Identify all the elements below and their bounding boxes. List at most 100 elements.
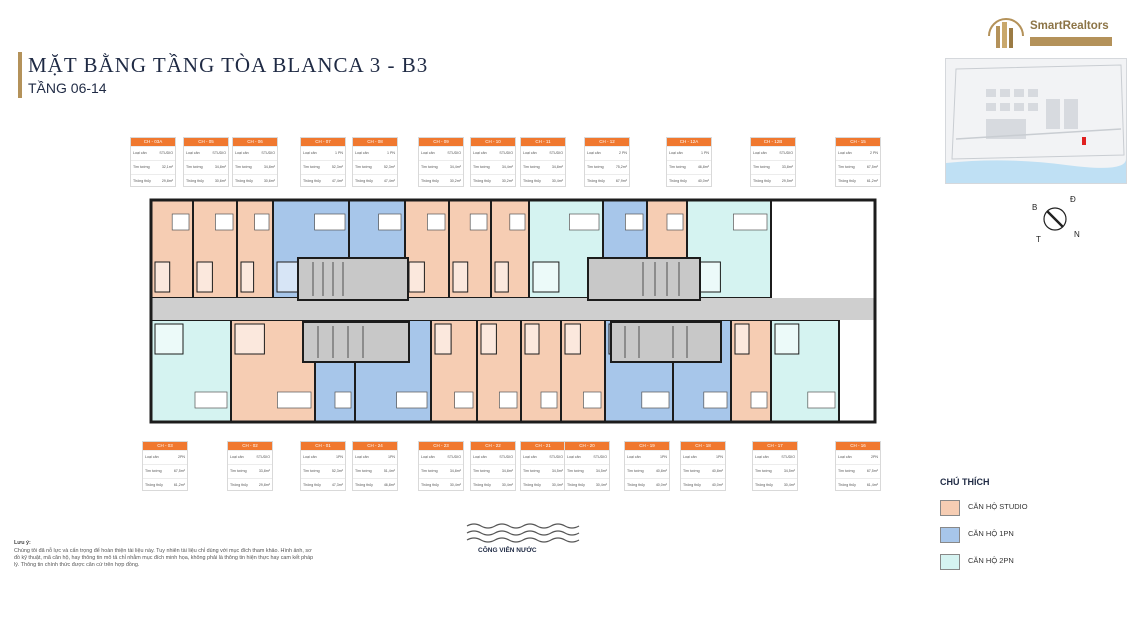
legend-label: CĂN HỘ 1PN [968,529,1014,538]
field-value: 34,4m² [449,165,461,169]
unit-code: CH - 18 [681,442,725,450]
compass-label-west: T [1036,235,1041,244]
field-label: Thông thủy [303,179,321,183]
field-label: Loại căn [303,151,317,155]
field-label: Tim tường [355,165,372,169]
field-label: Thông thủy [145,483,163,487]
field-value: STUDIO [447,455,461,459]
bed-furniture [454,391,474,409]
compass-rose-icon [1043,207,1067,231]
bed-furniture [703,391,728,409]
field-label: Thông thủy [669,179,687,183]
units-bottom-row [150,319,840,423]
field-label: Tim tường [230,469,247,473]
field-value: 52,3m² [383,165,395,169]
unit-code: CH - 12B [751,138,795,146]
field-label: Tim tường [303,469,320,473]
field-label: Tim tường [523,165,540,169]
field-label: Loại căn [627,455,641,459]
field-value: 40,0m² [697,179,709,183]
bathroom-partition [154,323,184,355]
field-label: Tim tường [133,165,150,169]
field-value: 2 PN [619,151,627,155]
field-value: 1 PN [387,151,395,155]
field-value: 40,8m² [711,469,723,473]
field-value: 30,4m² [551,483,563,487]
field-value: STUDIO [159,151,173,155]
unit-code: CH - 23 [419,442,463,450]
legend-item-1pn: CĂN HỘ 1PN [940,527,1120,545]
field-label: Thông thủy [473,179,491,183]
field-label: Thông thủy [753,179,771,183]
smartrealtors-logo-icon [988,18,1024,48]
legend-label: CĂN HỘ STUDIO [968,502,1028,511]
field-value: 1 PN [701,151,709,155]
field-label: Thông thủy [421,179,439,183]
field-value: 30,6m² [214,179,226,183]
bathroom-partition [408,261,425,293]
bed-furniture [625,213,644,231]
bed-furniture [750,391,768,409]
unit-gross-row: Tim tường 52,3m² [353,160,397,174]
unit-net-row: Thông thủy 40,0m² [667,174,711,188]
field-label: Thông thủy [683,483,701,487]
field-value: 1PN [716,455,723,459]
unit-info-card: CH - 18 Loại căn 1PN Tim tường 40,8m² Thông t… [680,441,726,491]
field-value: 1PN [660,455,667,459]
bed-furniture [509,213,526,231]
building-outline [149,198,877,424]
field-label: Tim tường [235,165,252,169]
bathroom-partition [480,323,497,355]
field-label: Loại căn [473,455,487,459]
unit-net-row: Thông thủy 30,2m² [419,174,463,188]
floor-range: TẦNG 06-14 [28,80,107,96]
unit-code: CH - 12A [667,138,711,146]
field-label: Thông thủy [838,179,856,183]
field-value: 30,2m² [449,179,461,183]
field-label: Loại căn [683,455,697,459]
field-value: 75,2m² [615,165,627,169]
field-label: Tim tường [567,469,584,473]
field-label: Tim tường [186,165,203,169]
field-value: 30,2m² [501,179,513,183]
legend-item-2pn: CĂN HỘ 2PN [940,554,1120,572]
brand-name: SmartRealtors [1030,20,1109,32]
field-value: 46,8m² [697,165,709,169]
field-label: Tim tường [683,469,700,473]
bathroom-partition [774,323,800,355]
field-value: 67,5m² [866,165,878,169]
bathroom-partition [494,261,509,293]
field-label: Loại căn [421,455,435,459]
bed-furniture [396,391,428,409]
field-value: 52,3m² [331,165,343,169]
